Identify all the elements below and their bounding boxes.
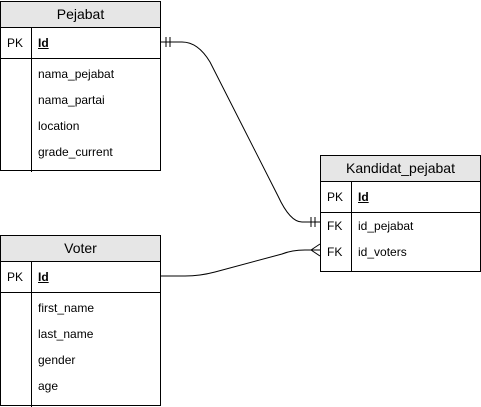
attribute-list: first_name last_name gender age <box>1 293 160 407</box>
attribute: last_name <box>38 327 94 341</box>
pk-field: Id <box>358 190 369 204</box>
pk-row: PK Id <box>1 28 160 59</box>
crowfoot-top <box>310 243 321 251</box>
attribute: age <box>38 379 59 393</box>
pk-label: PK <box>7 36 24 50</box>
entity-title: Pejabat <box>1 2 160 28</box>
entity-title: Voter <box>1 236 160 262</box>
key-column: FK FK <box>321 213 352 272</box>
pk-row: PK Id <box>321 182 480 213</box>
pk-field: Id <box>38 270 49 284</box>
entity-pejabat[interactable]: Pejabat PK Id nama_pejabat nama_partai l… <box>0 1 161 172</box>
attribute: location <box>38 119 80 133</box>
pejabat-kandidat-link <box>161 41 320 223</box>
entity-voter[interactable]: Voter PK Id first_name last_name gender … <box>0 235 161 407</box>
entity-title: Kandidat_pejabat <box>321 156 480 182</box>
fk-label: FK <box>327 219 343 233</box>
attribute: nama_partai <box>38 93 105 107</box>
key-column <box>1 293 32 407</box>
pk-label: PK <box>7 270 24 284</box>
attribute: nama_pejabat <box>38 67 115 81</box>
attribute: gender <box>38 353 76 367</box>
fk-field-id-voters: id_voters <box>358 245 407 259</box>
fk-field-id-pejabat: id_pejabat <box>358 219 414 233</box>
crowfoot-bottom <box>310 249 321 257</box>
voter-kandidat-link <box>161 249 320 277</box>
key-column <box>1 59 32 172</box>
pk-label: PK <box>327 190 344 204</box>
attribute: first_name <box>38 301 95 315</box>
entity-kandidat-pejabat[interactable]: Kandidat_pejabat PK Id FK FK id_pejabat … <box>320 155 481 272</box>
attribute-list: nama_pejabat nama_partai location grade_… <box>1 59 160 172</box>
attribute: grade_current <box>38 145 113 159</box>
pk-row: PK Id <box>1 262 160 293</box>
key-column: PK <box>321 182 352 212</box>
fk-label: FK <box>327 245 343 259</box>
pk-field: Id <box>38 36 49 50</box>
key-column: PK <box>1 262 32 292</box>
attribute-list: FK FK id_pejabat id_voters <box>321 213 480 272</box>
key-column: PK <box>1 28 32 58</box>
